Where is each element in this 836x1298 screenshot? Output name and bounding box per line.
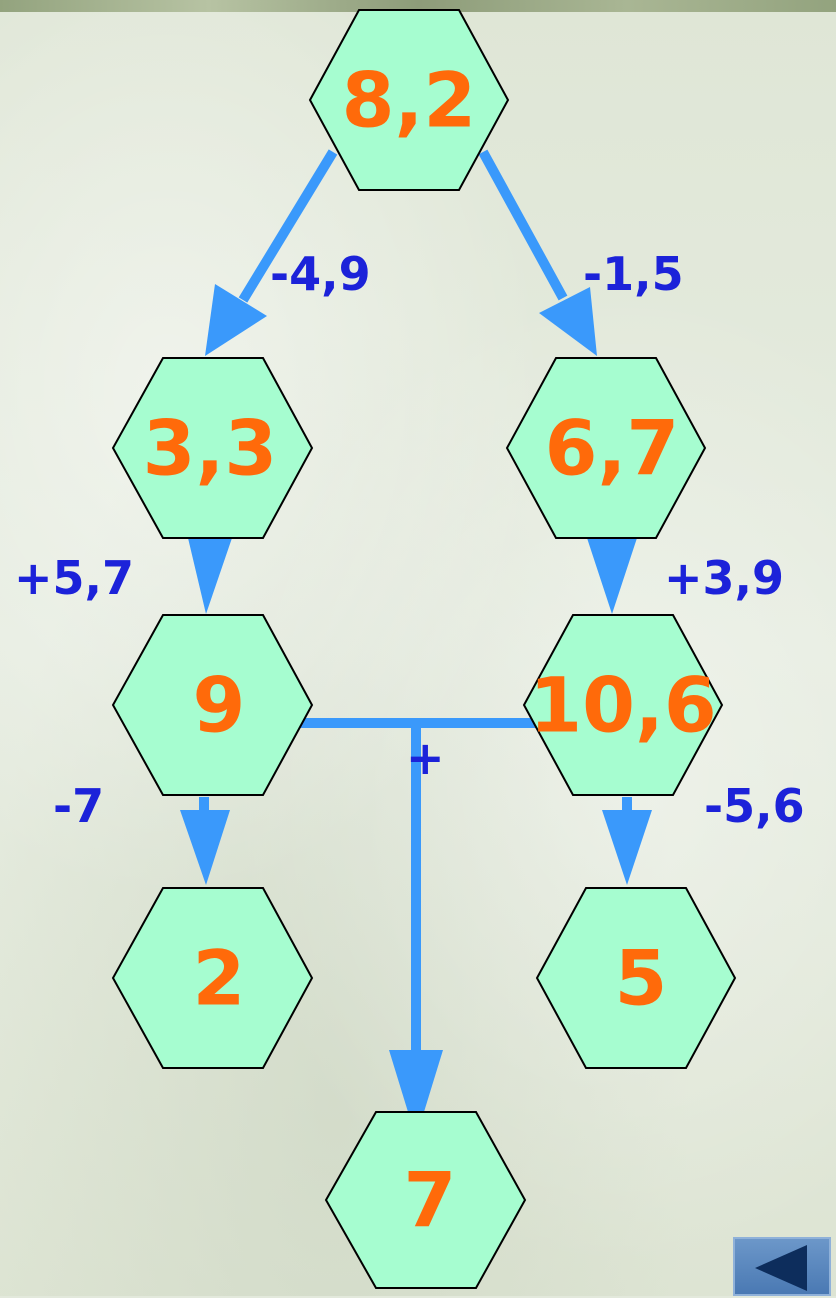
op-top-to-left: -4,9 bbox=[270, 247, 371, 301]
back-nav-button[interactable] bbox=[733, 1237, 831, 1296]
node-right3-value: 5 bbox=[615, 934, 668, 1023]
node-right1-value: 6,7 bbox=[545, 404, 680, 493]
op-sum: + bbox=[406, 731, 445, 785]
op-left2-to-left3: -7 bbox=[53, 779, 104, 833]
op-right1-to-right2: +3,9 bbox=[664, 551, 784, 605]
arrow-top-to-right bbox=[478, 149, 597, 356]
node-top: 8,2 bbox=[308, 9, 510, 191]
node-result: 7 bbox=[324, 1111, 527, 1289]
op-left1-to-left2: +5,7 bbox=[14, 551, 134, 605]
op-right2-to-right3: -5,6 bbox=[704, 779, 805, 833]
node-right3: 5 bbox=[535, 887, 737, 1069]
node-left2: 9 bbox=[111, 614, 314, 796]
node-left1: 3,3 bbox=[111, 357, 314, 539]
node-left3-value: 2 bbox=[193, 934, 246, 1023]
node-right1: 6,7 bbox=[505, 357, 707, 539]
arrow-left2-to-left3 bbox=[180, 797, 230, 885]
sum-connector bbox=[300, 718, 545, 1138]
node-left3: 2 bbox=[111, 887, 314, 1069]
node-right2: 10,6 bbox=[522, 614, 724, 796]
node-top-value: 8,2 bbox=[342, 56, 477, 145]
top-texture-band bbox=[0, 0, 836, 12]
arrow-left1-to-left2 bbox=[188, 538, 232, 614]
arrow-top-to-left bbox=[205, 149, 338, 356]
node-left2-value: 9 bbox=[193, 661, 246, 750]
back-arrow-icon bbox=[755, 1245, 807, 1291]
node-result-value: 7 bbox=[404, 1156, 457, 1245]
node-left1-value: 3,3 bbox=[143, 404, 278, 493]
node-right2-value: 10,6 bbox=[529, 661, 717, 750]
arrow-right1-to-right2 bbox=[587, 538, 637, 614]
arrow-right2-to-right3 bbox=[602, 797, 652, 885]
op-top-to-right: -1,5 bbox=[583, 247, 684, 301]
